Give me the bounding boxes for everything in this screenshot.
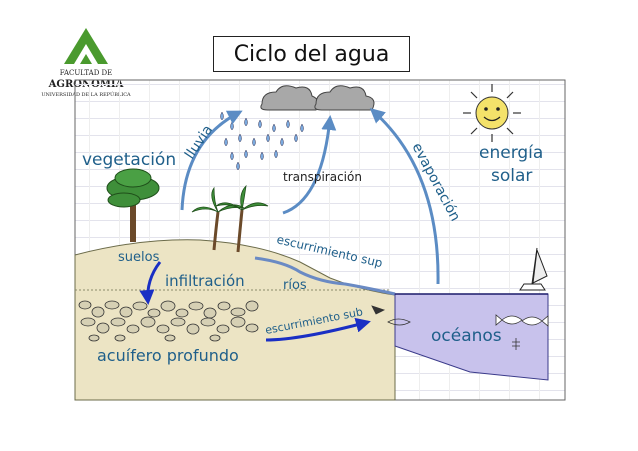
evaporation-arrow xyxy=(369,108,440,285)
label-oceanos: océanos xyxy=(431,326,502,346)
label-transpiracion: transpiración xyxy=(283,170,362,184)
rain-arrow xyxy=(180,110,243,211)
tree-icon xyxy=(106,168,160,242)
transpiration-arrow xyxy=(282,115,337,215)
label-rios: ríos xyxy=(283,278,307,293)
aquifer-pebbles xyxy=(78,300,259,342)
label-vegetacion: vegetación xyxy=(82,150,177,170)
logo-text-line1: FACULTAD DE xyxy=(59,69,113,77)
sun-icon xyxy=(463,84,521,142)
marine-creature-icon xyxy=(371,305,411,326)
palm-tree-icon xyxy=(191,184,269,253)
rain-cloud-icon xyxy=(260,85,319,111)
raindrops xyxy=(220,111,304,171)
label-suelos: suelos xyxy=(118,250,160,265)
label-infiltracion: infiltración xyxy=(165,272,245,290)
subsurface-runoff-arrow xyxy=(265,317,371,342)
cloud-icon xyxy=(314,85,375,111)
label-acuifero: acuífero profundo xyxy=(97,346,239,365)
small-fish-icon xyxy=(512,338,520,350)
label-energia: energía xyxy=(479,143,544,163)
sailboat-icon xyxy=(519,247,548,291)
river-channel xyxy=(254,256,396,296)
page-title: Ciclo del agua xyxy=(213,36,410,72)
fish-icon xyxy=(495,314,549,327)
logo-emblem-icon xyxy=(64,28,108,64)
label-solar: solar xyxy=(491,166,533,186)
infiltration-arrow xyxy=(139,261,162,305)
